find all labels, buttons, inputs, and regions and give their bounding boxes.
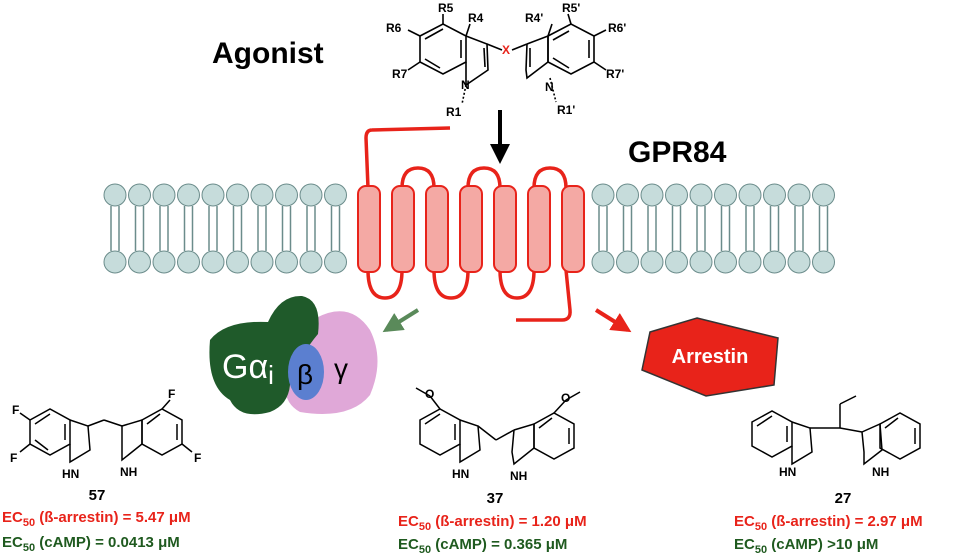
c37-o2: O: [561, 391, 570, 405]
lipid-head: [275, 250, 298, 274]
lipid-head: [103, 250, 127, 274]
lipid-head: [591, 250, 615, 274]
c37-ec50-camp: EC50 (cAMP) = 0.365 μM: [398, 536, 567, 554]
lipid-head: [591, 183, 615, 207]
lipid-head: [324, 250, 347, 274]
lipid-head: [177, 250, 200, 274]
c37-ec50-arrestin: EC50 (ß-arrestin) = 1.20 μM: [398, 513, 587, 533]
lipid-head: [275, 183, 298, 207]
lipid-head: [250, 250, 274, 274]
lipid-head: [201, 183, 225, 207]
gi-signaling-arrow: [382, 308, 420, 333]
c27-ec50-camp: EC50 (cAMP) >10 μM: [734, 536, 878, 554]
compound-27-structure: [751, 395, 921, 466]
linker-x-label: X: [502, 43, 510, 57]
g-gamma-label: γ: [334, 353, 348, 384]
lipid-head: [714, 183, 737, 207]
lipid-head: [103, 183, 127, 207]
lipid-head: [763, 250, 786, 274]
c57-nh: NH: [120, 465, 137, 479]
c37-hn: HN: [452, 467, 469, 481]
lipid-head: [299, 183, 323, 207]
c57-f3: F: [168, 387, 175, 401]
lipid-head: [812, 183, 835, 207]
compound-27-atoms: HN NH: [779, 465, 889, 479]
compound-57-structure: [19, 399, 193, 464]
c57-ec50-arrestin: EC50 (ß-arrestin) = 5.47 μM: [2, 509, 191, 529]
lipid-head: [324, 183, 347, 207]
c37-o1: O: [425, 387, 434, 401]
lipid-head: [226, 183, 249, 207]
r1p-label: R1': [557, 103, 575, 117]
c57-f2: F: [10, 451, 17, 465]
receptor-label: GPR84: [628, 136, 727, 169]
r4-label: R4: [468, 11, 484, 25]
lipid-head: [177, 183, 200, 207]
r7p-label: R7': [606, 67, 624, 81]
agonist-label: Agonist: [212, 37, 324, 70]
lipid-head: [812, 250, 835, 274]
arrestin-shape: Arrestin: [641, 317, 779, 397]
lipid-head: [689, 183, 713, 207]
c57-hn: HN: [62, 467, 79, 481]
lipid-head: [665, 250, 688, 274]
lipid-head: [787, 183, 811, 207]
r7-label: R7: [392, 67, 408, 81]
lipid-head: [616, 183, 639, 207]
r4p-label: R4': [525, 11, 543, 25]
lipid-head: [299, 250, 323, 274]
lipid-head: [689, 250, 713, 274]
lipid-head: [738, 250, 762, 274]
c37-nh: NH: [510, 469, 527, 483]
lipid-head: [640, 183, 664, 207]
g-beta-label: β: [297, 359, 313, 390]
lipid-head: [714, 250, 737, 274]
r6p-label: R6': [608, 21, 626, 35]
n-left-label: N: [461, 78, 470, 92]
c57-f4: F: [194, 451, 201, 465]
lipid-head: [763, 183, 786, 207]
scaffold-labels: R5 R4 R6 R7 N R1 X R4' R5' R6' R7' N R1': [386, 1, 626, 119]
c57-f1: F: [12, 403, 19, 417]
c27-hn: HN: [779, 465, 796, 479]
lipid-head: [640, 250, 664, 274]
n-right-label: N: [545, 80, 554, 94]
lipid-head: [250, 183, 274, 207]
arrestin-signaling-arrow: [594, 308, 632, 333]
r5p-label: R5': [562, 1, 580, 15]
compound-57-number: 57: [89, 487, 106, 504]
lipid-head: [738, 183, 762, 207]
agonist-scaffold-structure: [407, 13, 607, 105]
membrane-bilayer: [103, 183, 835, 274]
r6-label: R6: [386, 21, 402, 35]
lipid-head: [787, 250, 811, 274]
lipid-head: [665, 183, 688, 207]
r5-label: R5: [438, 1, 454, 15]
transmembrane-helices: [357, 185, 585, 273]
lipid-head: [226, 250, 249, 274]
compound-57-atoms: F F F F HN NH: [10, 387, 201, 481]
compound-37-atoms: O O HN NH: [425, 387, 570, 483]
c27-ec50-arrestin: EC50 (ß-arrestin) = 2.97 μM: [734, 513, 923, 533]
g-alpha-label: Gαi: [222, 348, 274, 390]
lipid-head: [152, 183, 176, 207]
arrestin-label: Arrestin: [672, 346, 749, 368]
c27-nh: NH: [872, 465, 889, 479]
r1-label: R1: [446, 105, 462, 119]
compound-37-number: 37: [487, 490, 504, 507]
compound-37-structure: [415, 387, 581, 466]
lipid-head: [128, 250, 151, 274]
gpr84-receptor: [364, 126, 572, 322]
compound-27-number: 27: [835, 490, 852, 507]
c57-ec50-camp: EC50 (cAMP) = 0.0413 μM: [2, 534, 180, 554]
lipid-head: [616, 250, 639, 274]
lipid-head: [201, 250, 225, 274]
lipid-head: [128, 183, 151, 207]
lipid-head: [152, 250, 176, 274]
g-protein-complex: Gαi β γ: [209, 295, 378, 415]
